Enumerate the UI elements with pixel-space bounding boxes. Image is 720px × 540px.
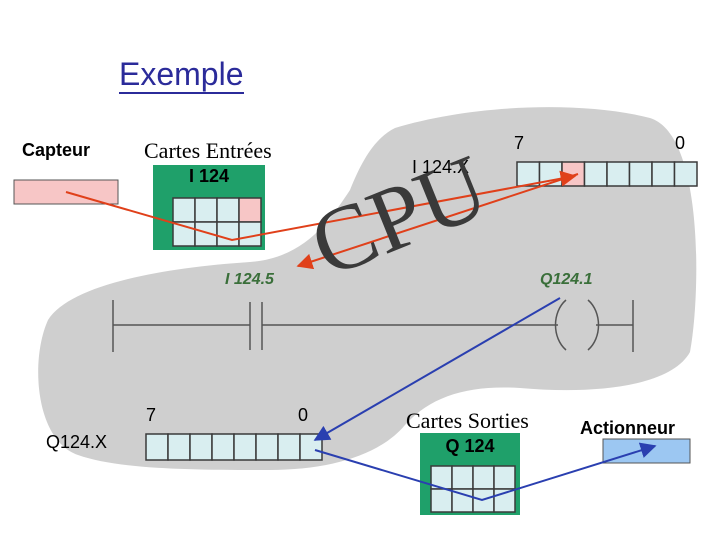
input-register-bit-high: 7 — [514, 133, 525, 153]
output-register-bit-high: 7 — [146, 405, 157, 425]
output-register-cells — [145, 433, 323, 461]
card-cell — [493, 465, 516, 490]
blue-arrow-output-to-actionneur — [314, 442, 657, 502]
card-cell — [216, 197, 240, 223]
cpu-area — [38, 107, 697, 470]
page-title: Exemple — [119, 56, 244, 94]
output-register-label: Q124.X — [46, 432, 108, 452]
contact-label: I 124.5 — [225, 271, 274, 288]
actionneur-box — [602, 438, 691, 464]
input-register-label: I 124.X — [412, 157, 470, 177]
cartes-entrees-heading: Cartes Entrées — [144, 138, 272, 163]
card-cell — [172, 197, 196, 223]
actionneur-label: Actionneur — [580, 418, 676, 438]
capteur-label: Capteur — [22, 140, 91, 160]
card-cell — [194, 197, 218, 223]
register-cell — [211, 433, 235, 461]
register-cell — [189, 433, 213, 461]
output-card-label: Q 124 — [445, 436, 495, 456]
red-arrow-capteur-to-register — [65, 170, 577, 242]
register-cell — [606, 161, 631, 187]
register-cell — [561, 161, 586, 187]
register-cell — [145, 433, 169, 461]
register-cell — [277, 433, 301, 461]
register-cell — [628, 161, 653, 187]
register-cell — [651, 161, 676, 187]
input-register-cells — [516, 161, 698, 187]
card-cell — [238, 197, 262, 223]
blue-arrow-coil-to-output — [313, 297, 561, 441]
input-card-label: I 124 — [188, 166, 230, 186]
input-register-bit-low: 0 — [675, 133, 686, 153]
register-cell — [167, 433, 191, 461]
register-cell — [673, 161, 698, 187]
red-arrow-register-to-contact — [296, 173, 579, 270]
card-cell — [238, 221, 262, 247]
register-cell — [255, 433, 279, 461]
coil-label: Q124.1 — [540, 271, 593, 288]
card-cell — [430, 488, 453, 513]
cartes-sorties-heading: Cartes Sorties — [406, 408, 529, 433]
register-cell — [583, 161, 608, 187]
output-card — [420, 433, 520, 515]
ladder-rung — [112, 299, 634, 352]
card-cell — [472, 465, 495, 490]
card-cell — [216, 221, 240, 247]
card-cell — [451, 465, 474, 490]
output-register-bit-low: 0 — [298, 405, 309, 425]
register-cell — [233, 433, 257, 461]
